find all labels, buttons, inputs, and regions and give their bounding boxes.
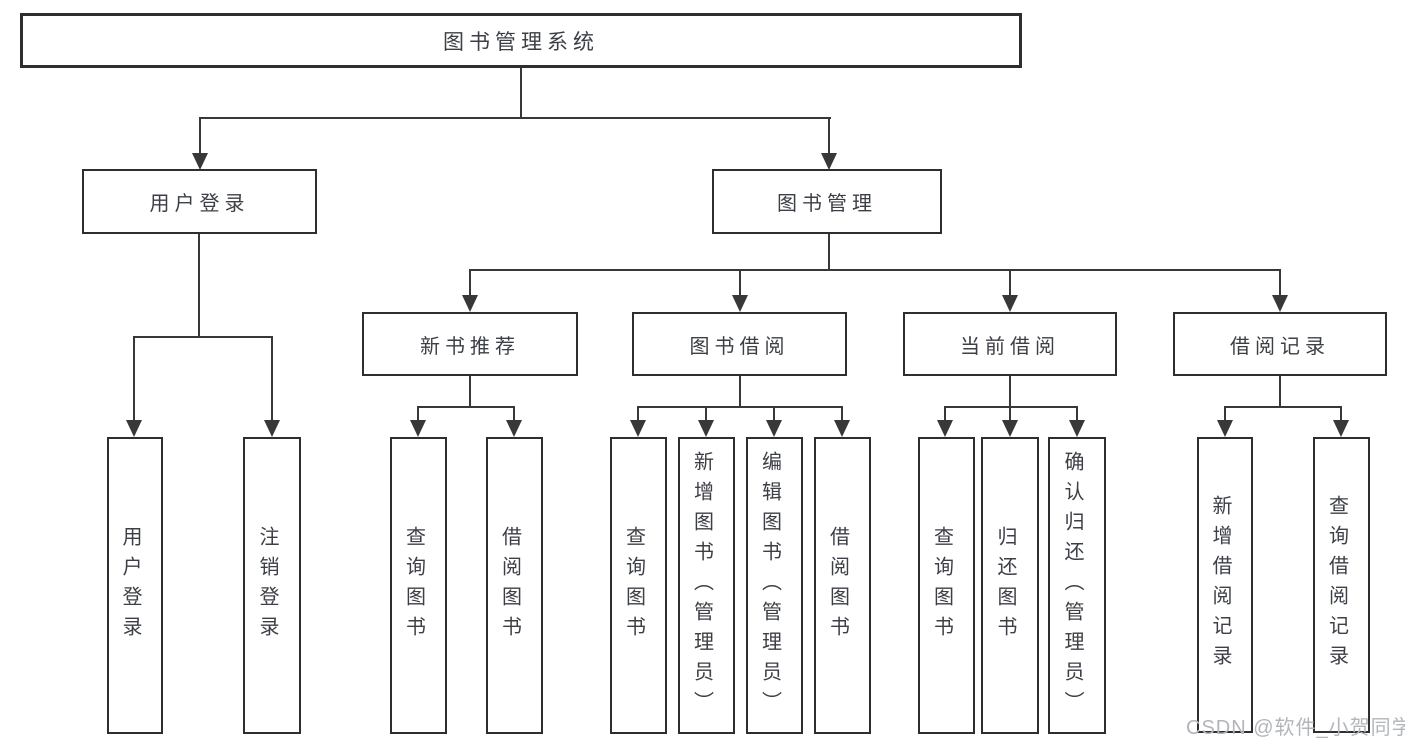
connector-root-stem: [520, 68, 522, 118]
leaf-query-record-label: 查询借阅记录: [1325, 495, 1348, 675]
leaf-query-books-c-label: 查询图书: [930, 525, 953, 646]
leaf-borrow-books-b-label: 借阅图书: [826, 525, 849, 646]
node-new-book-rec: 新书推荐: [362, 312, 578, 376]
arrow-leaf-confirm-return: [1069, 407, 1085, 437]
arrow-leaf-edit-books: [766, 407, 782, 437]
leaf-confirm-return-label: 确认归还（管理员）: [1061, 450, 1083, 721]
arrow-to-user-login: [192, 118, 208, 170]
leaf-logout-label: 注销登录: [256, 525, 278, 646]
arrow-leaf-query-books-a: [410, 407, 426, 437]
arrow-to-book-borrow: [732, 270, 748, 312]
csdn-watermark: CSDN @软件_小贺同学: [1186, 717, 1405, 739]
leaf-query-books-a: 查询图书: [390, 437, 447, 734]
arrow-leaf-add-books: [698, 407, 714, 437]
arrow-to-borrow-records: [1272, 270, 1288, 312]
node-book-mgmt: 图书管理: [712, 169, 942, 234]
leaf-borrow-books-b: 借阅图书: [814, 437, 871, 734]
connector-new-book-rec-branch: [417, 406, 515, 408]
leaf-user-login-label: 用户登录: [119, 525, 141, 646]
leaf-user-login: 用户登录: [107, 437, 163, 734]
node-root: 图书管理系统: [20, 13, 1022, 68]
leaf-query-books-a-label: 查询图书: [402, 525, 425, 646]
leaf-query-books-b: 查询图书: [610, 437, 667, 734]
arrow-to-current-borrow: [1002, 270, 1018, 312]
leaf-borrow-books-a: 借阅图书: [486, 437, 543, 734]
leaf-add-books: 新增图书（管理员）: [678, 437, 735, 734]
arrow-leaf-add-record: [1217, 407, 1233, 437]
connector-current-borrow-branch: [944, 406, 1078, 408]
arrow-leaf-return-books: [1002, 407, 1018, 437]
arrow-to-leaf-logout: [264, 337, 280, 437]
node-user-login: 用户登录: [82, 169, 317, 234]
leaf-query-record: 查询借阅记录: [1313, 437, 1370, 733]
leaf-edit-books: 编辑图书（管理员）: [746, 437, 803, 734]
leaf-edit-books-label: 编辑图书（管理员）: [758, 450, 781, 721]
arrow-leaf-borrow-books-b: [834, 407, 850, 437]
arrow-leaf-query-record: [1333, 407, 1349, 437]
node-book-borrow: 图书借阅: [632, 312, 847, 376]
leaf-query-books-c: 查询图书: [918, 437, 975, 734]
leaf-borrow-books-a-label: 借阅图书: [498, 525, 521, 646]
connector-book-mgmt-branch: [469, 269, 1281, 271]
arrow-to-book-mgmt: [821, 118, 837, 170]
connector-book-borrow-stem: [739, 375, 741, 407]
connector-current-borrow-stem: [1009, 375, 1011, 407]
connector-book-mgmt-stem: [828, 232, 830, 271]
arrow-leaf-query-books-c: [937, 407, 953, 437]
arrow-leaf-query-books-b: [630, 407, 646, 437]
arrow-leaf-borrow-books-a: [506, 407, 522, 437]
connector-new-book-rec-stem: [469, 375, 471, 407]
arrow-to-leaf-login: [126, 337, 142, 437]
leaf-return-books-label: 归还图书: [994, 525, 1016, 646]
leaf-logout: 注销登录: [243, 437, 301, 734]
leaf-add-record: 新增借阅记录: [1197, 437, 1253, 733]
connector-borrow-records-branch: [1224, 406, 1342, 408]
node-current-borrow: 当前借阅: [903, 312, 1117, 376]
connector-root-branch: [199, 117, 831, 119]
connector-user-login-stem: [198, 233, 200, 337]
leaf-query-books-b-label: 查询图书: [622, 525, 645, 646]
connector-user-login-branch: [133, 336, 273, 338]
connector-borrow-records-stem: [1279, 375, 1281, 407]
leaf-add-books-label: 新增图书（管理员）: [690, 450, 713, 721]
node-borrow-records: 借阅记录: [1173, 312, 1387, 376]
leaf-return-books: 归还图书: [981, 437, 1039, 734]
connector-book-borrow-branch: [637, 406, 843, 408]
arrow-to-new-book-rec: [462, 270, 478, 312]
leaf-add-record-label: 新增借阅记录: [1209, 495, 1231, 675]
leaf-confirm-return: 确认归还（管理员）: [1048, 437, 1106, 734]
